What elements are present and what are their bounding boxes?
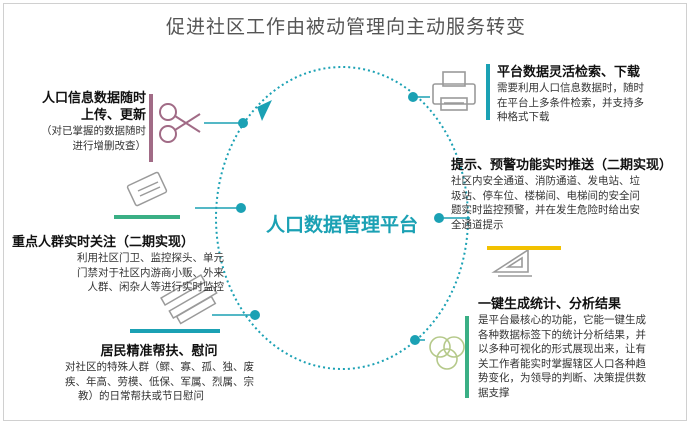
stats-desc-line6: 据支撑	[478, 386, 510, 399]
alert-desc-line2: 圾站、停车位、楼梯间、电梯间的安全问	[451, 189, 640, 202]
search-heading: 平台数据灵活检索、下载	[497, 65, 641, 80]
assistance-block: 居民精准帮扶、慰问 对社区的特殊人群（鳏、寡、孤、独、废 疾、年高、劳模、低保、…	[28, 343, 254, 404]
stats-heading: 一键生成统计、分析结果	[478, 297, 622, 312]
assistance-desc-line1: 对社区的特殊人群（鳏、寡、孤、独、废	[65, 361, 254, 373]
accent-bar-yellow	[487, 246, 561, 250]
diagram-title: 促进社区工作由被动管理向主动服务转变	[165, 16, 526, 38]
info-update-block: 人口信息数据随时 上传、更新 （对已掌握的数据随时 进行增删改查）	[14, 90, 146, 153]
venn-circles-icon	[429, 336, 465, 370]
search-block: 平台数据灵活检索、下载 需要利用人口信息数据时，随时 在平台上多条件检索，并支持…	[497, 64, 682, 125]
stats-desc-line2: 各种数据标签下的统计分析结果，并	[478, 328, 646, 341]
triangle-ruler-icon	[491, 248, 532, 277]
assistance-desc-line2: 疾、年高、劳模、低保、军属、烈属、宗	[65, 375, 254, 388]
stats-desc-line1: 是平台最核心的功能，它能一键生成	[478, 314, 646, 326]
search-desc-line2: 在平台上多条件检索，并支持多	[497, 96, 644, 109]
search-desc-line1: 需要利用人口信息数据时，随时	[497, 82, 644, 94]
printer-icon	[432, 71, 476, 111]
diagram-frame	[3, 3, 687, 421]
id-card-icon	[126, 171, 168, 207]
alert-desc-line4: 全通道提示	[451, 218, 504, 231]
assistance-heading: 居民精准帮扶、慰问	[100, 344, 218, 359]
assistance-desc-line3: 教）的日常帮扶或节日慰问	[78, 390, 204, 402]
alert-desc-line1: 社区内安全通道、消防通道、发电站、垃	[451, 175, 640, 187]
accent-bar-green	[114, 215, 180, 219]
search-desc-line3: 种格式下载	[497, 111, 550, 123]
stats-desc-line3: 以多种可视化的形式展现出来，让有	[478, 343, 646, 355]
key-groups-desc-line1: 利用社区门卫、监控探头、单元	[77, 252, 224, 264]
stats-block: 一键生成统计、分析结果 是平台最核心的功能，它能一键生成 各种数据标签下的统计分…	[478, 296, 684, 400]
cycle-arrow-icon	[257, 100, 272, 121]
accent-bar-teal	[130, 329, 220, 333]
stats-desc-line5: 势变化，为领导的判断、决策提供数	[478, 372, 646, 384]
stats-desc-line4: 关工作者能实时掌握辖区人口各种趋	[478, 357, 646, 370]
info-update-desc-line2: 进行增删改查）	[72, 139, 147, 152]
alert-heading: 提示、预警功能实时推送（二期实现）	[451, 158, 673, 173]
key-groups-desc-line3: 人群、闲杂人等进行实时监控	[87, 281, 225, 293]
pencils-icon	[160, 274, 218, 325]
key-groups-block: 重点人群实时关注（二期实现） 利用社区门卫、监控探头、单元 门禁对于社区内游商小…	[12, 234, 224, 295]
alert-desc-line3: 题实时监控预警，并在发生危险时给出安	[451, 204, 640, 216]
key-groups-heading: 重点人群实时关注（二期实现）	[12, 235, 195, 250]
alert-block: 提示、预警功能实时推送（二期实现） 社区内安全通道、消防通道、发电站、垃 圾站、…	[451, 157, 683, 232]
key-groups-desc-line2: 门禁对于社区内游商小贩、外来	[77, 266, 224, 279]
info-update-desc-line1: （对已掌握的数据随时	[41, 125, 146, 137]
platform-label: 人口数据管理平台	[265, 214, 418, 236]
accent-bar-mauve	[149, 94, 153, 162]
accent-bar-green	[465, 316, 469, 398]
info-update-heading-line1: 人口信息数据随时	[41, 91, 146, 106]
accent-bar-teal	[486, 64, 490, 120]
scissors-icon	[159, 103, 201, 143]
info-update-heading-line2: 上传、更新	[80, 108, 146, 123]
